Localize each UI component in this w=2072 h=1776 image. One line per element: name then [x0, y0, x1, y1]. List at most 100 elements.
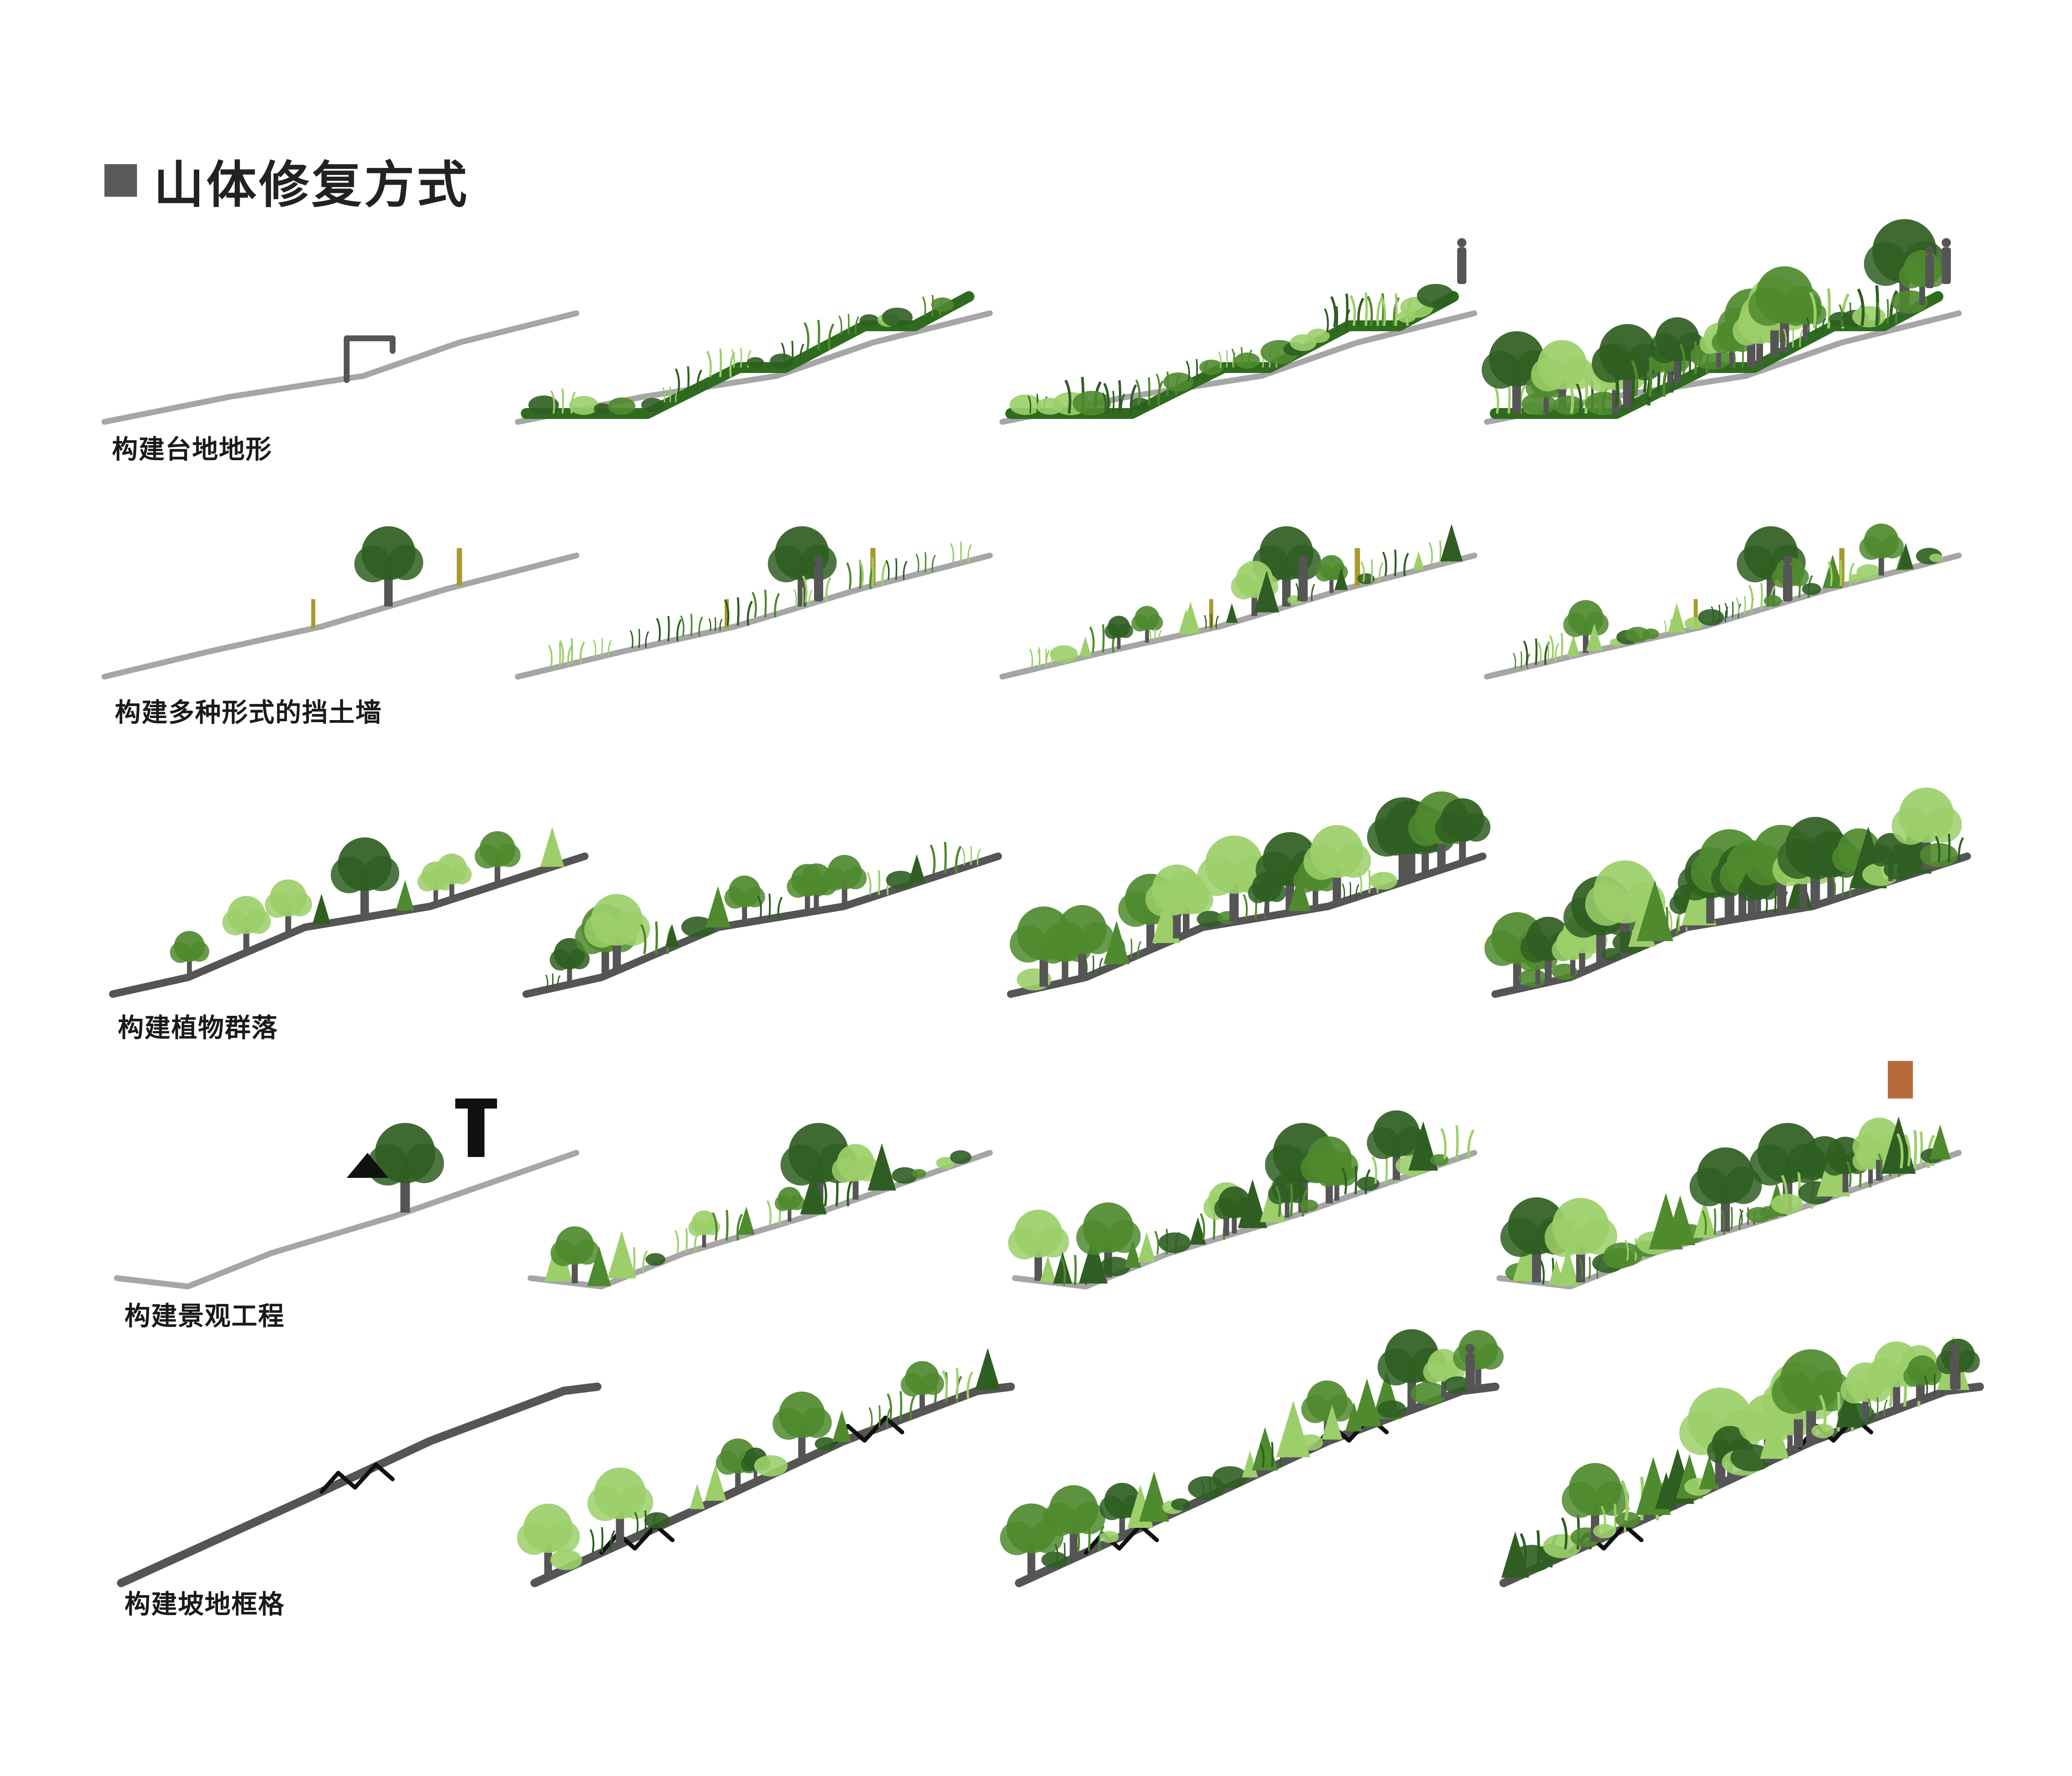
page-title: 山体修复方式: [104, 144, 469, 217]
tree-canopy: [417, 872, 437, 892]
tree-canopy: [1104, 624, 1120, 639]
conifer-tree: [396, 880, 414, 911]
tree-canopy: [1689, 1167, 1729, 1206]
tree-canopy: [1822, 1150, 1848, 1176]
shrub: [754, 1455, 788, 1477]
conifer-tree: [1138, 1232, 1156, 1262]
grass-tuft: [1935, 834, 1964, 863]
grass-tuft: [885, 558, 908, 580]
title-square-icon: [104, 164, 137, 197]
conifer-tree: [1288, 873, 1311, 911]
conifer-tree: [1352, 1378, 1382, 1427]
tree-canopy: [1099, 1495, 1124, 1520]
tree-canopy: [1840, 1376, 1868, 1404]
tree-canopy: [1265, 1144, 1306, 1186]
person-icon: [1457, 238, 1466, 247]
tree-canopy: [584, 912, 620, 948]
tree-canopy: [1749, 1144, 1791, 1186]
tree-canopy: [287, 892, 312, 916]
tree-canopy: [404, 1143, 444, 1183]
tree-canopy: [246, 909, 271, 934]
shrub: [931, 297, 954, 312]
shrub: [1163, 372, 1194, 392]
tree-canopy: [1903, 1366, 1924, 1387]
tree-trunk: [1285, 1196, 1290, 1218]
tree-canopy: [823, 867, 847, 891]
tree-canopy: [1810, 1370, 1851, 1412]
row-label-landscape: 构建景观工程: [124, 1301, 285, 1331]
frame-zigzag-icon: [599, 1523, 675, 1555]
tree-canopy: [1585, 612, 1609, 636]
tree-canopy: [1892, 807, 1930, 845]
shrub: [1158, 1232, 1191, 1253]
slope-ground-line: [117, 1383, 601, 1587]
shrub: [1369, 872, 1397, 890]
tree-canopy: [1073, 1502, 1106, 1535]
tree-canopy: [1107, 1220, 1141, 1253]
shrub: [1615, 1512, 1641, 1528]
tree-canopy: [1864, 242, 1908, 286]
shrub: [1377, 1400, 1406, 1419]
tree-canopy: [1042, 1502, 1076, 1537]
tree-canopy: [1881, 535, 1904, 559]
grass-tuft: [675, 366, 703, 393]
conifer-tree: [1079, 636, 1092, 657]
person-icon: [814, 556, 823, 565]
tree-canopy: [364, 855, 400, 891]
shrub: [641, 398, 664, 412]
tree-canopy: [789, 1195, 805, 1210]
tree-canopy: [703, 1219, 720, 1236]
shrub: [886, 870, 915, 890]
conifer-tree: [1103, 921, 1130, 964]
shrub: [1298, 1434, 1323, 1451]
grass-tuft: [548, 642, 573, 667]
tree-canopy: [222, 909, 249, 936]
conifer-tree: [1440, 524, 1463, 562]
conifer-tree: [1408, 1121, 1438, 1171]
grass-tuft: [708, 617, 723, 631]
lighthouse-icon: [455, 1099, 497, 1109]
terrace-diagram: [101, 310, 579, 425]
person-icon: [1466, 1344, 1475, 1353]
shrub: [936, 1157, 956, 1169]
tree-canopy: [1832, 843, 1862, 873]
grass-tuft: [1537, 640, 1560, 662]
tree-canopy: [474, 844, 500, 869]
tree-canopy: [1336, 843, 1371, 878]
tree-canopy: [1801, 847, 1834, 880]
grass-tuft: [1330, 293, 1364, 327]
slope-ground-line: [101, 553, 579, 680]
person-icon: [1942, 247, 1951, 284]
conifer-tree: [665, 924, 679, 947]
grass-tuft: [868, 1405, 891, 1428]
slope-ground-line: [101, 310, 579, 425]
grass-tuft: [706, 348, 735, 378]
tree-canopy: [616, 911, 650, 946]
tree-canopy: [1185, 886, 1213, 914]
grass-tuft: [1523, 638, 1550, 665]
tree-canopy: [1051, 922, 1085, 957]
plant-community-diagram: [1007, 791, 1491, 998]
conifer-tree: [832, 1410, 852, 1442]
tree-canopy: [1231, 574, 1257, 600]
conifer-tree: [704, 1464, 727, 1501]
grass-tuft: [804, 320, 834, 350]
retaining-post: [1694, 599, 1698, 629]
grass-tuft: [1218, 350, 1236, 368]
shrub: [1764, 595, 1782, 607]
tree-canopy: [1255, 851, 1293, 889]
conifer-tree: [312, 893, 331, 925]
tree-trunk: [433, 883, 438, 905]
grass-tuft: [1783, 327, 1804, 348]
tree-canopy: [1592, 344, 1631, 383]
slope-ground-line: [109, 852, 588, 998]
conifer-tree: [1822, 554, 1843, 588]
conifer-tree: [1699, 1455, 1719, 1489]
shrub: [550, 1550, 582, 1570]
shrub: [950, 1150, 971, 1164]
shrub: [1357, 1176, 1380, 1191]
retaining-wall-diagram: [101, 526, 579, 680]
shrub: [1100, 1531, 1119, 1543]
tree-canopy: [1649, 333, 1680, 363]
